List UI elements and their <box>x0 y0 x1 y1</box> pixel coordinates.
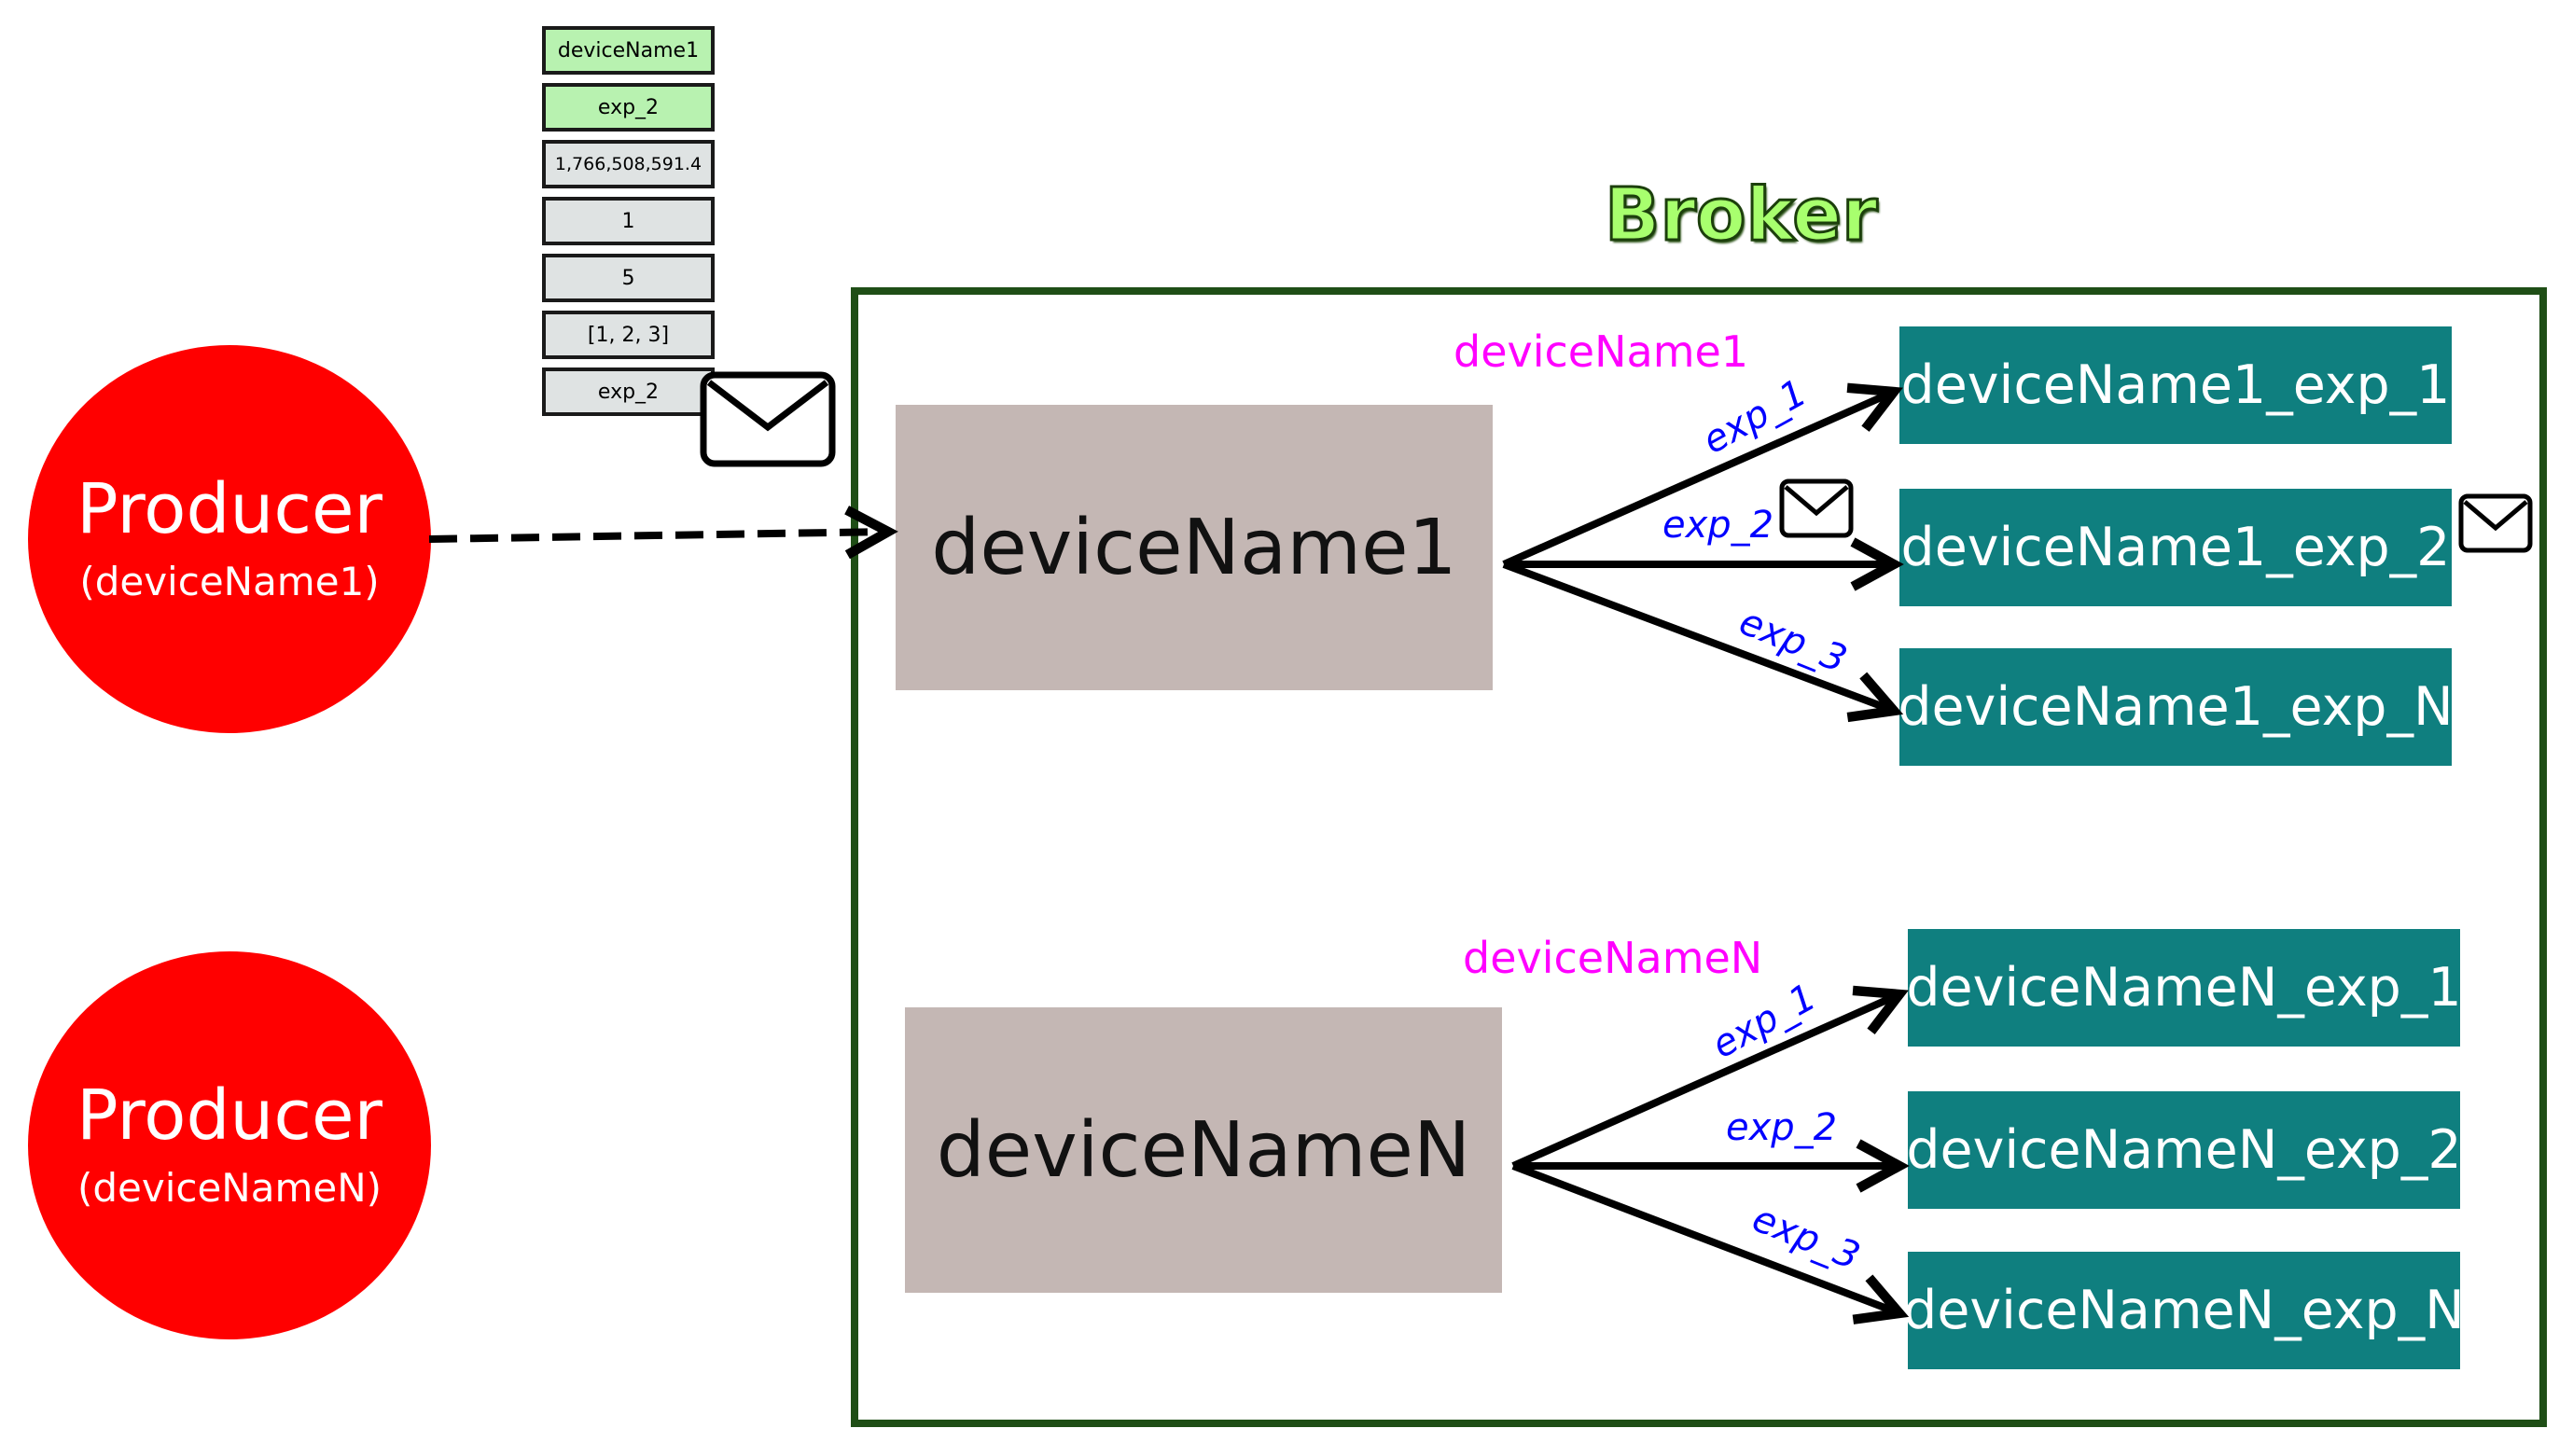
producer-title: Producer <box>76 1075 382 1156</box>
route-label-exp2: exp_2 <box>1662 504 1774 547</box>
exchange-label-device-1: deviceName1 <box>1453 326 1749 377</box>
broker-title: Broker <box>1604 173 1880 259</box>
publish-arrow <box>428 506 898 560</box>
route-label-exp2: exp_2 <box>1726 1106 1838 1149</box>
envelope-icon <box>700 371 836 467</box>
queue-device1-exp2: deviceName1_exp_2 <box>1899 489 2452 606</box>
message-array-field: [1, 2, 3] <box>542 311 715 359</box>
producer-device-1: Producer (deviceName1) <box>28 345 431 733</box>
queue-deviceN-expN: deviceNameN_exp_N <box>1903 1252 2465 1369</box>
producer-subtitle: (deviceName1) <box>79 559 380 605</box>
broker-container <box>851 287 2547 1427</box>
message-routing-key-field: exp_2 <box>542 367 715 416</box>
message-device-field: deviceName1 <box>542 26 715 75</box>
message-field-4: 1 <box>542 197 715 245</box>
queue-deviceN-exp1: deviceNameN_exp_1 <box>1906 929 2462 1047</box>
producer-subtitle: (deviceNameN) <box>76 1165 382 1212</box>
message-experiment-field: exp_2 <box>542 83 715 132</box>
message-timestamp-field: 1,766,508,591.4 <box>542 140 715 188</box>
queue-deviceN-exp2: deviceNameN_exp_2 <box>1906 1091 2462 1209</box>
exchange-device-n: deviceNameN <box>905 1007 1502 1293</box>
producer-title: Producer <box>76 468 382 549</box>
queue-device1-expN: deviceName1_exp_N <box>1898 648 2454 766</box>
exchange-label-device-n: deviceNameN <box>1463 933 1763 983</box>
exchange-device-1: deviceName1 <box>896 405 1493 690</box>
producer-device-n: Producer (deviceNameN) <box>28 951 431 1339</box>
message-field-5: 5 <box>542 254 715 302</box>
queue-device1-exp1: deviceName1_exp_1 <box>1899 326 2452 444</box>
